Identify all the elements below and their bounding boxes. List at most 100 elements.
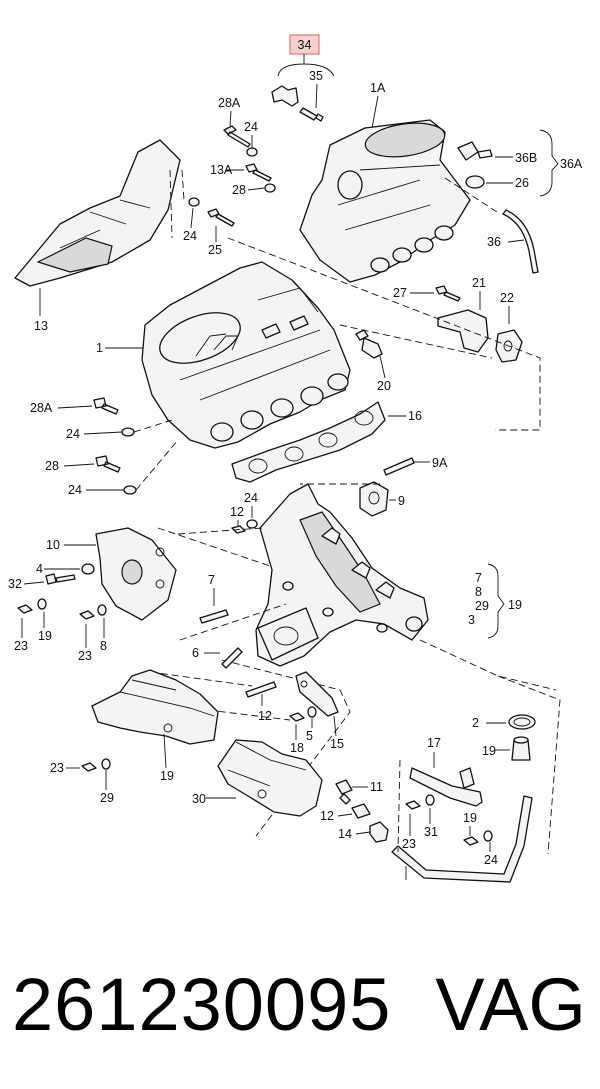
nut-19-bottom <box>81 762 97 772</box>
nut-19-left-a <box>17 604 33 614</box>
washer-24-center <box>246 519 258 529</box>
callout-1A: 1A <box>370 81 386 95</box>
svg-text:1: 1 <box>96 341 103 355</box>
part-35-bolt <box>299 107 324 122</box>
part-30-sensor <box>351 803 371 819</box>
part-number: 261230095 <box>12 963 392 1046</box>
svg-text:30: 30 <box>192 792 206 806</box>
nut-19-right <box>405 800 421 810</box>
nut-12-lower <box>289 712 305 722</box>
svg-text:27: 27 <box>393 286 407 300</box>
svg-text:8: 8 <box>100 639 107 653</box>
stud-8 <box>221 647 243 669</box>
svg-text:9: 9 <box>398 494 405 508</box>
part-5-clamp <box>508 714 536 730</box>
svg-text:26: 26 <box>515 176 529 190</box>
callout-34: 34 <box>298 38 312 52</box>
bolt-28A-left <box>93 397 119 415</box>
svg-text:7: 7 <box>475 571 482 585</box>
svg-text:25: 25 <box>208 243 222 257</box>
part-13A-nut <box>465 175 485 189</box>
svg-text:24: 24 <box>244 491 258 505</box>
washer-24-lower <box>307 706 317 718</box>
washer-23-left-b <box>97 604 107 616</box>
svg-text:12: 12 <box>230 505 244 519</box>
svg-text:4: 4 <box>36 562 43 576</box>
callout-28A-top: 28A <box>218 96 241 110</box>
svg-text:19: 19 <box>463 811 477 825</box>
svg-text:29: 29 <box>100 791 114 805</box>
svg-text:28: 28 <box>232 183 246 197</box>
svg-text:14: 14 <box>338 827 352 841</box>
footer: 261230095 VAG <box>0 950 600 1070</box>
part-16-gasket <box>231 401 386 483</box>
exploded-parts-diagram: 34 35 1A 28A 24 13A 28 24 25 36B 36A 26 … <box>8 34 583 883</box>
brand-label: VAG <box>435 963 586 1046</box>
svg-text:10: 10 <box>46 538 60 552</box>
svg-text:36A: 36A <box>560 157 583 171</box>
leader-34 <box>277 54 335 77</box>
svg-text:19: 19 <box>482 744 496 758</box>
part-21-idle-valve <box>437 309 489 353</box>
bolt-28-top <box>245 163 272 182</box>
svg-text:20: 20 <box>377 379 391 393</box>
svg-text:19: 19 <box>160 769 174 783</box>
washer-24-mid <box>264 183 276 193</box>
svg-text:21: 21 <box>472 276 486 290</box>
nut-12-right <box>463 836 479 846</box>
bolt-26 <box>207 208 235 227</box>
svg-text:12: 12 <box>258 709 272 723</box>
svg-text:24: 24 <box>484 853 498 867</box>
part-17-heat-shield <box>91 669 219 745</box>
svg-text:28: 28 <box>45 459 59 473</box>
washer-24-right <box>483 830 493 842</box>
callout-35: 35 <box>309 69 323 83</box>
stud-7 <box>199 609 229 624</box>
svg-text:13A: 13A <box>210 163 233 177</box>
washer-23-bottom <box>101 758 111 770</box>
washer-23-right <box>425 794 435 806</box>
washer-24-left-a <box>121 427 135 437</box>
svg-text:8: 8 <box>475 585 482 599</box>
svg-text:28A: 28A <box>30 401 53 415</box>
part-18-bracket <box>295 671 339 717</box>
bolt-32 <box>45 573 76 585</box>
part-14-pipe <box>391 795 533 883</box>
svg-text:23: 23 <box>78 649 92 663</box>
svg-text:24: 24 <box>68 483 82 497</box>
washer-25 <box>188 197 200 207</box>
part-36-hose <box>502 209 539 274</box>
part-9-gasket <box>359 481 389 517</box>
svg-text:15: 15 <box>330 737 344 751</box>
svg-text:12: 12 <box>320 809 334 823</box>
part-34-highlight[interactable] <box>289 34 320 55</box>
svg-text:23: 23 <box>402 837 416 851</box>
nut-19-left-b <box>79 610 95 620</box>
svg-text:23: 23 <box>50 761 64 775</box>
svg-text:13: 13 <box>34 319 48 333</box>
svg-text:19: 19 <box>38 629 52 643</box>
svg-text:18: 18 <box>290 741 304 755</box>
stud-6 <box>245 681 277 698</box>
washer-4 <box>81 563 95 575</box>
part-29-sensor <box>335 779 353 805</box>
part-20-sensor <box>355 329 383 359</box>
svg-text:6: 6 <box>192 646 199 660</box>
part-36B-bracket <box>457 141 479 161</box>
svg-text:24: 24 <box>66 427 80 441</box>
svg-text:11: 11 <box>370 780 383 794</box>
svg-text:7: 7 <box>208 573 215 587</box>
svg-text:22: 22 <box>500 291 514 305</box>
part-3-flange <box>257 607 319 661</box>
svg-text:29: 29 <box>475 599 489 613</box>
svg-text:3: 3 <box>468 613 475 627</box>
svg-text:24: 24 <box>183 229 197 243</box>
washer-23-left-a <box>37 598 47 610</box>
svg-text:31: 31 <box>424 825 438 839</box>
svg-text:16: 16 <box>408 409 422 423</box>
svg-text:19: 19 <box>508 598 522 612</box>
svg-text:36: 36 <box>487 235 501 249</box>
part-11-heat-shield <box>217 739 323 817</box>
bolt-27 <box>435 285 461 302</box>
part-34-bracket <box>271 85 299 107</box>
